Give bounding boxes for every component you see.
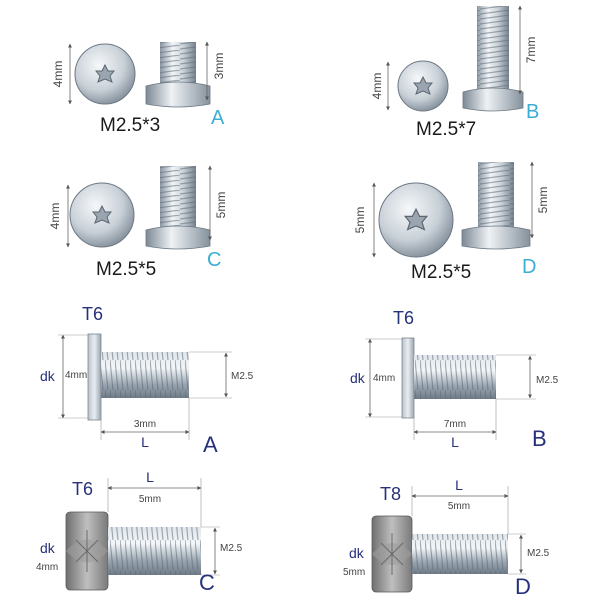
variant-letter: A bbox=[211, 107, 225, 129]
length-label: L bbox=[141, 434, 149, 450]
photo-b: 4mm 7mm M2.5*7 B bbox=[370, 5, 539, 140]
photo-d: 5mm 5mm M2.5*5 D bbox=[353, 161, 550, 283]
screw-head bbox=[371, 515, 413, 593]
size-label: M2.5*3 bbox=[100, 115, 160, 136]
drawing-c: T6 L 5mm dk 4mm M2.5 C bbox=[36, 469, 243, 595]
thread-size-label: M2.5 bbox=[220, 543, 243, 554]
length-value: 5mm bbox=[139, 494, 161, 505]
screw-thread bbox=[412, 534, 508, 574]
photo-a: 4mm 3mm M2.5*3 A bbox=[51, 41, 226, 136]
length-dim-label: 7mm bbox=[524, 37, 538, 64]
variant-letter: B bbox=[526, 101, 539, 123]
head-diameter-label: dk bbox=[40, 540, 56, 556]
length-label: L bbox=[146, 469, 154, 485]
head-diameter-value: 4mm bbox=[65, 370, 87, 381]
drawing-a: T6 dk 4mm 3mm L M2.5 A bbox=[40, 304, 254, 457]
screw-thread bbox=[101, 352, 189, 398]
head-dim-label: 4mm bbox=[48, 203, 62, 230]
screw-head bbox=[401, 337, 415, 419]
screw-side-view bbox=[145, 166, 211, 250]
screw-head-top-view bbox=[69, 182, 135, 248]
length-dim-label: 3mm bbox=[212, 53, 226, 80]
size-label: M2.5*5 bbox=[96, 259, 156, 280]
head-diameter-label: dk bbox=[350, 370, 366, 386]
variant-letter: D bbox=[515, 574, 531, 599]
screw-side-view bbox=[145, 42, 211, 108]
length-value: 5mm bbox=[448, 501, 470, 512]
length-dim-label: 5mm bbox=[536, 187, 550, 214]
head-dim-label: 5mm bbox=[353, 207, 367, 234]
head-dim-label: 4mm bbox=[370, 73, 384, 100]
head-diameter-value: 4mm bbox=[36, 562, 58, 573]
length-label: L bbox=[451, 434, 459, 450]
thread-size-label: M2.5 bbox=[231, 371, 254, 382]
screw-side-view bbox=[461, 162, 531, 250]
size-label: M2.5*5 bbox=[411, 262, 471, 283]
photo-c: 4mm 5mm M2.5*5 C bbox=[48, 165, 228, 280]
screw-head bbox=[87, 333, 102, 421]
screw-head-top-view bbox=[397, 60, 449, 112]
screw-thread bbox=[108, 527, 201, 575]
driver-size-label: T6 bbox=[72, 479, 93, 499]
size-label: M2.5*7 bbox=[416, 119, 476, 140]
thread-size-label: M2.5 bbox=[527, 548, 550, 559]
screw-head-top-view bbox=[378, 182, 454, 258]
screw-head-top-view bbox=[74, 43, 136, 105]
length-label: L bbox=[455, 477, 463, 493]
head-diameter-label: dk bbox=[349, 545, 365, 561]
head-diameter-label: dk bbox=[40, 368, 56, 384]
drawing-b: T6 dk 4mm 7mm L M2.5 B bbox=[350, 308, 559, 451]
screw-thread bbox=[414, 355, 496, 399]
drawing-d: T8 L 5mm dk 5mm M2.5 D bbox=[343, 477, 550, 599]
screw-side-view bbox=[462, 6, 524, 112]
screw-head bbox=[65, 511, 109, 591]
thread-size-label: M2.5 bbox=[536, 375, 559, 386]
driver-size-label: T8 bbox=[380, 484, 401, 504]
length-value: 7mm bbox=[444, 419, 466, 430]
driver-size-label: T6 bbox=[393, 308, 414, 328]
variant-letter: C bbox=[207, 249, 221, 271]
head-diameter-value: 4mm bbox=[373, 373, 395, 384]
driver-size-label: T6 bbox=[82, 304, 103, 324]
variant-letter: C bbox=[199, 570, 215, 595]
length-dim-label: 5mm bbox=[214, 192, 228, 219]
head-dim-label: 4mm bbox=[51, 61, 65, 88]
head-diameter-value: 5mm bbox=[343, 567, 365, 578]
length-value: 3mm bbox=[134, 419, 156, 430]
variant-letter: A bbox=[203, 432, 218, 457]
variant-letter: D bbox=[522, 256, 536, 278]
variant-letter: B bbox=[532, 426, 547, 451]
